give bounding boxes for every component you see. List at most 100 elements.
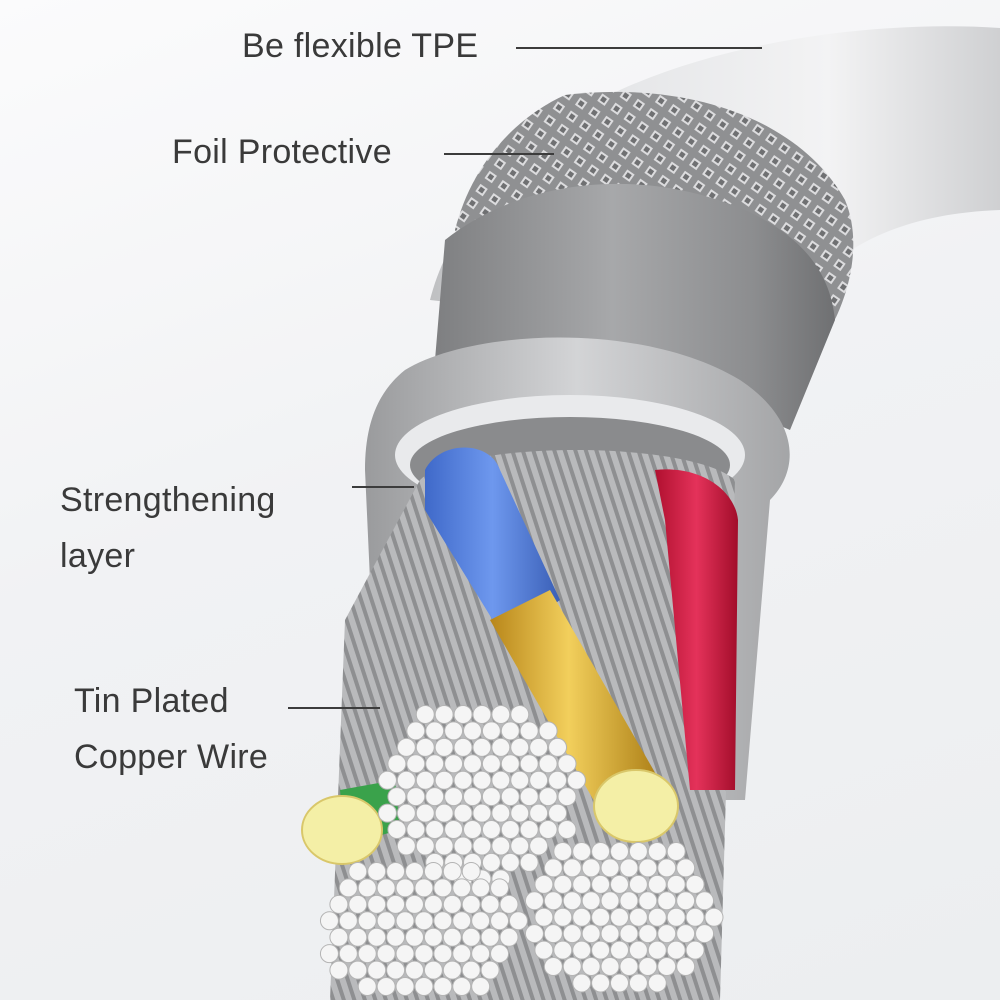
copper-strand-end xyxy=(471,878,491,898)
copper-strand-end xyxy=(557,754,577,774)
copper-strand-end xyxy=(481,721,501,741)
copper-strand-end xyxy=(543,957,563,977)
copper-strand-end xyxy=(543,891,563,911)
copper-strand-end xyxy=(500,754,520,774)
blue-wire xyxy=(425,447,560,640)
copper-strand-end xyxy=(500,721,520,741)
strengthening-leader-line xyxy=(352,486,414,488)
copper-strand-end xyxy=(480,927,500,947)
copper-strand-end xyxy=(524,924,544,944)
copper-strand-end xyxy=(442,861,462,881)
copper-strand-end xyxy=(396,803,416,823)
copper-strand-end xyxy=(442,960,462,980)
copper-strand-end xyxy=(423,927,443,947)
copper-strand-end xyxy=(610,940,629,960)
copper-strand-end xyxy=(453,704,473,724)
copper-strand-end xyxy=(357,878,377,898)
copper-strand-end xyxy=(406,721,426,741)
copper-strand-end xyxy=(452,911,472,931)
copper-strand-end xyxy=(557,820,577,840)
copper-strand-end xyxy=(444,721,464,741)
copper-strand-end xyxy=(405,960,424,980)
copper-strand-end xyxy=(405,927,424,947)
copper-strand-end xyxy=(453,836,473,856)
copper-strand-end xyxy=(508,911,528,931)
copper-strand-end xyxy=(572,874,592,894)
copper-strand-end xyxy=(414,911,434,931)
copper-strand-end xyxy=(433,944,453,964)
copper-strand-end xyxy=(666,940,686,960)
copper-strand-end xyxy=(425,721,445,741)
copper-strand-end xyxy=(452,944,472,964)
copper-strand-end xyxy=(490,878,510,898)
copper-strand-end xyxy=(610,973,629,993)
copper-strand-end xyxy=(376,878,396,898)
copper-strand-end xyxy=(548,770,568,790)
copper-strand-end xyxy=(591,940,611,960)
copper-strand-end xyxy=(581,924,601,944)
copper-label-line1: Tin Plated xyxy=(74,682,229,720)
copper-strand-end xyxy=(510,770,530,790)
copper-strand-end xyxy=(386,861,406,881)
copper-strand-end xyxy=(581,957,601,977)
copper-strand-end xyxy=(499,927,519,947)
copper-strand-end xyxy=(510,803,530,823)
copper-strand-end xyxy=(386,927,406,947)
copper-strand-end xyxy=(434,803,454,823)
copper-strand-end xyxy=(619,891,639,911)
copper-leader-line xyxy=(288,707,380,709)
copper-strand-end xyxy=(500,787,520,807)
copper-strand-end xyxy=(434,770,454,790)
copper-strand-end xyxy=(376,944,396,964)
copper-strand-end xyxy=(591,907,611,927)
copper-strand-end xyxy=(572,907,592,927)
copper-strand-end xyxy=(500,852,520,872)
copper-strand-end xyxy=(685,874,705,894)
copper-strand-end xyxy=(395,911,415,931)
copper-strand-end xyxy=(524,891,544,911)
copper-strand-end xyxy=(538,820,558,840)
green-conductor-end xyxy=(301,795,383,865)
red-wire xyxy=(655,469,738,790)
strengthening-label-line2: layer xyxy=(60,537,136,575)
copper-strand-end xyxy=(433,977,453,997)
copper-strand-end xyxy=(338,878,358,898)
copper-strand-end xyxy=(510,737,530,757)
copper-strand-end xyxy=(657,957,677,977)
copper-strand-end xyxy=(367,960,387,980)
copper-strand-end xyxy=(386,894,406,914)
copper-strand-end xyxy=(329,927,349,947)
copper-strand-end xyxy=(628,973,648,993)
gold-conductor-end xyxy=(593,769,679,843)
copper-strand-end xyxy=(472,770,492,790)
copper-strand-end xyxy=(581,858,601,878)
copper-strand-end xyxy=(319,911,339,931)
copper-strand-end xyxy=(657,924,677,944)
copper-strand-end xyxy=(657,858,677,878)
copper-strand-end xyxy=(529,803,549,823)
copper-strand-end xyxy=(491,770,511,790)
copper-strand-end xyxy=(490,911,510,931)
copper-strand-end xyxy=(338,911,358,931)
copper-strand-end xyxy=(395,944,415,964)
copper-strand-end xyxy=(538,721,558,741)
copper-strand-end xyxy=(676,858,696,878)
copper-strand-end xyxy=(610,874,629,894)
copper-strand-end xyxy=(480,960,500,980)
copper-strand-end xyxy=(423,960,443,980)
copper-strand-end xyxy=(519,787,539,807)
copper-strand-end xyxy=(638,924,658,944)
copper-strand-end xyxy=(529,770,549,790)
copper-strand-end xyxy=(647,907,667,927)
copper-strand-end xyxy=(676,924,696,944)
copper-strand-end xyxy=(534,907,554,927)
copper-strand-end xyxy=(338,944,358,964)
copper-strand-end xyxy=(562,891,582,911)
copper-strand-end xyxy=(591,874,611,894)
copper-strand-end xyxy=(472,737,492,757)
copper-strand-end xyxy=(519,820,539,840)
copper-strand-end xyxy=(628,907,648,927)
copper-strand-end xyxy=(685,907,705,927)
copper-strand-end xyxy=(415,737,435,757)
